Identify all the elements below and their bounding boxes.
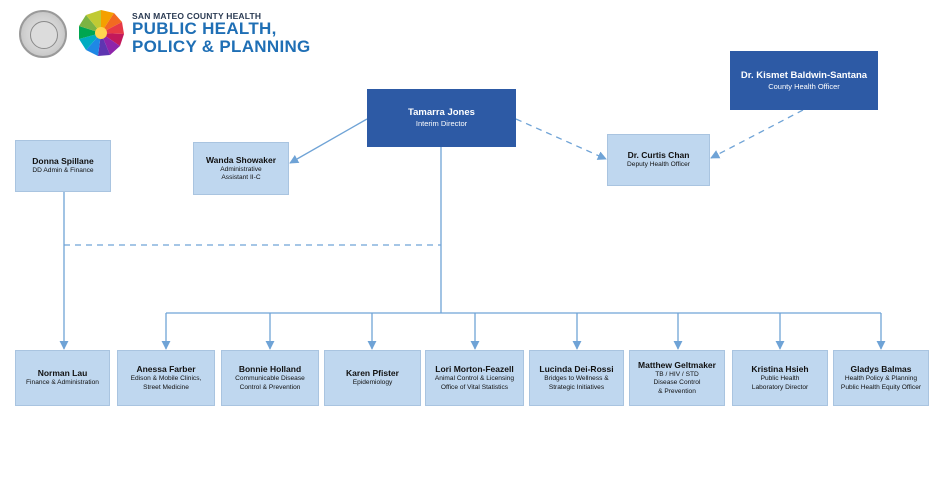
report-box-karen-pfister: Karen Pfister Epidemiology <box>324 350 421 406</box>
report-box-norman-lau: Norman Lau Finance & Administration <box>15 350 110 406</box>
report-name: Gladys Balmas <box>850 364 912 374</box>
director-to-deputy-dashed-line <box>515 118 607 160</box>
county-seal-center <box>30 21 58 49</box>
assistant-name: Wanda Showaker <box>205 154 277 165</box>
deputy-name: Dr. Curtis Chan <box>627 150 690 161</box>
org-name-line1: PUBLIC HEALTH, <box>132 19 277 38</box>
report-title: Communicable Disease Control & Preventio… <box>235 375 305 391</box>
deputy-box: Dr. Curtis Chan Deputy Health Officer <box>607 134 710 186</box>
assistant-box: Wanda Showaker Administrative Assistant … <box>193 142 289 195</box>
report-title: Health Policy & Planning Public Health E… <box>840 375 922 391</box>
report-name: Anessa Farber <box>136 364 196 374</box>
report-box-anessa-farber: Anessa Farber Edison & Mobile Clinics, S… <box>117 350 215 406</box>
county-seal-icon <box>19 10 67 58</box>
report-title: TB / HIV / STD Disease Control & Prevent… <box>653 370 701 395</box>
report-name: Kristina Hsieh <box>751 364 809 374</box>
mosaic-logo-icon <box>79 10 124 56</box>
org-name-line2: POLICY & PLANNING <box>132 37 311 56</box>
health-officer-title: County Health Officer <box>768 81 840 91</box>
report-title: Epidemiology <box>352 379 393 387</box>
dd-admin-box: Donna Spillane DD Admin & Finance <box>15 140 111 192</box>
director-to-assistant-line <box>289 118 368 164</box>
director-box: Tamarra Jones Interim Director <box>367 89 516 147</box>
report-name: Norman Lau <box>37 368 88 379</box>
report-box-lucinda-dei-rossi: Lucinda Dei-Rossi Bridges to Wellness & … <box>529 350 624 406</box>
report-title: Public Health Laboratory Director <box>751 375 809 391</box>
health-officer-to-deputy-dashed-line <box>710 109 804 159</box>
dd-admin-name: Donna Spillane <box>32 156 94 167</box>
report-box-kristina-hsieh: Kristina Hsieh Public Health Laboratory … <box>732 350 828 406</box>
report-box-lori-morton-feazell: Lori Morton-Feazell Animal Control & Lic… <box>425 350 524 406</box>
report-title: Bridges to Wellness & Strategic Initiati… <box>544 375 609 391</box>
report-box-matthew-geltmaker: Matthew Geltmaker TB / HIV / STD Disease… <box>629 350 725 406</box>
report-title: Edison & Mobile Clinics, Street Medicine <box>130 375 202 391</box>
director-title: Interim Director <box>415 119 468 128</box>
report-box-gladys-balmas: Gladys Balmas Health Policy & Planning P… <box>833 350 929 406</box>
dd-admin-title: DD Admin & Finance <box>32 167 94 175</box>
report-name: Lori Morton-Feazell <box>435 364 514 374</box>
report-name: Matthew Geltmaker <box>638 359 716 370</box>
report-box-bonnie-holland: Bonnie Holland Communicable Disease Cont… <box>221 350 319 406</box>
org-parent-name: SAN MATEO COUNTY HEALTH <box>132 11 262 21</box>
director-name: Tamarra Jones <box>408 107 475 118</box>
report-name: Karen Pfister <box>346 368 399 379</box>
assistant-title: Administrative Assistant II-C <box>220 165 262 182</box>
report-title: Animal Control & Licensing Office of Vit… <box>434 375 515 391</box>
health-officer-name: Dr. Kismet Baldwin-Santana <box>740 69 868 81</box>
health-officer-box: Dr. Kismet Baldwin-Santana County Health… <box>730 51 878 110</box>
deputy-title: Deputy Health Officer <box>627 161 690 169</box>
report-title: Finance & Administration <box>26 379 99 387</box>
report-name: Lucinda Dei-Rossi <box>539 364 614 374</box>
report-name: Bonnie Holland <box>238 364 302 374</box>
